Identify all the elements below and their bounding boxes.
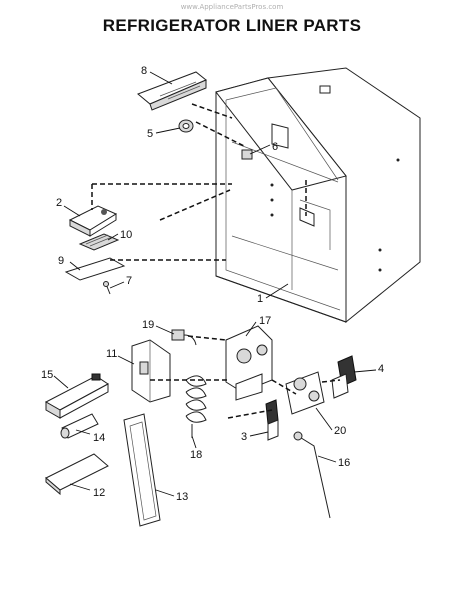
callout-8: 8 bbox=[141, 65, 147, 77]
cover-part-9 bbox=[64, 257, 126, 281]
callout-7: 7 bbox=[126, 275, 132, 287]
tube-part-16 bbox=[293, 431, 331, 519]
callout-14: 14 bbox=[93, 432, 105, 444]
callout-4: 4 bbox=[378, 363, 384, 375]
grommet-part-5 bbox=[178, 119, 194, 133]
water-valve-part-20 bbox=[285, 371, 325, 415]
leader-lines bbox=[53, 71, 377, 497]
callout-17: 17 bbox=[259, 315, 271, 327]
duct-part-8 bbox=[137, 71, 207, 111]
bracket-part-3 bbox=[265, 399, 279, 441]
callout-16: 16 bbox=[338, 457, 350, 469]
bracket-part-11 bbox=[131, 339, 171, 403]
screw-part-7 bbox=[103, 281, 111, 295]
callout-9: 9 bbox=[58, 255, 64, 267]
callout-19: 19 bbox=[142, 319, 154, 331]
callout-20: 20 bbox=[334, 425, 346, 437]
watermark: www.AppliancePartsPros.com bbox=[180, 3, 284, 11]
valve-assembly-part-17 bbox=[225, 325, 273, 401]
callout-13: 13 bbox=[176, 491, 188, 503]
callout-6: 6 bbox=[272, 141, 278, 153]
panel-part-13 bbox=[123, 413, 161, 527]
harness-part-18 bbox=[185, 375, 207, 438]
callout-2: 2 bbox=[56, 197, 62, 209]
routing-lines bbox=[91, 103, 341, 419]
callout-15: 15 bbox=[41, 369, 53, 381]
callout-18: 18 bbox=[190, 449, 202, 461]
housing-part-2 bbox=[68, 205, 118, 237]
clip-part-4 bbox=[331, 355, 357, 399]
housing-part-15 bbox=[44, 373, 109, 419]
callout-5: 5 bbox=[147, 128, 153, 140]
diagram-title: REFRIGERATOR LINER PARTS bbox=[102, 16, 362, 35]
callout-numbers: 1 2 3 4 5 6 7 8 9 10 11 12 13 14 15 16 1… bbox=[41, 65, 384, 503]
liner-part-1 bbox=[215, 67, 421, 324]
callout-12: 12 bbox=[93, 487, 105, 499]
filter-part-14 bbox=[60, 413, 99, 439]
callout-3: 3 bbox=[241, 431, 247, 443]
callout-11: 11 bbox=[106, 348, 117, 360]
clip-part-6 bbox=[241, 149, 253, 160]
board-part-10 bbox=[78, 233, 120, 251]
callout-10: 10 bbox=[120, 229, 132, 241]
tray-part-12 bbox=[45, 453, 109, 496]
connector-part-19 bbox=[171, 329, 197, 346]
callout-1: 1 bbox=[257, 293, 263, 305]
